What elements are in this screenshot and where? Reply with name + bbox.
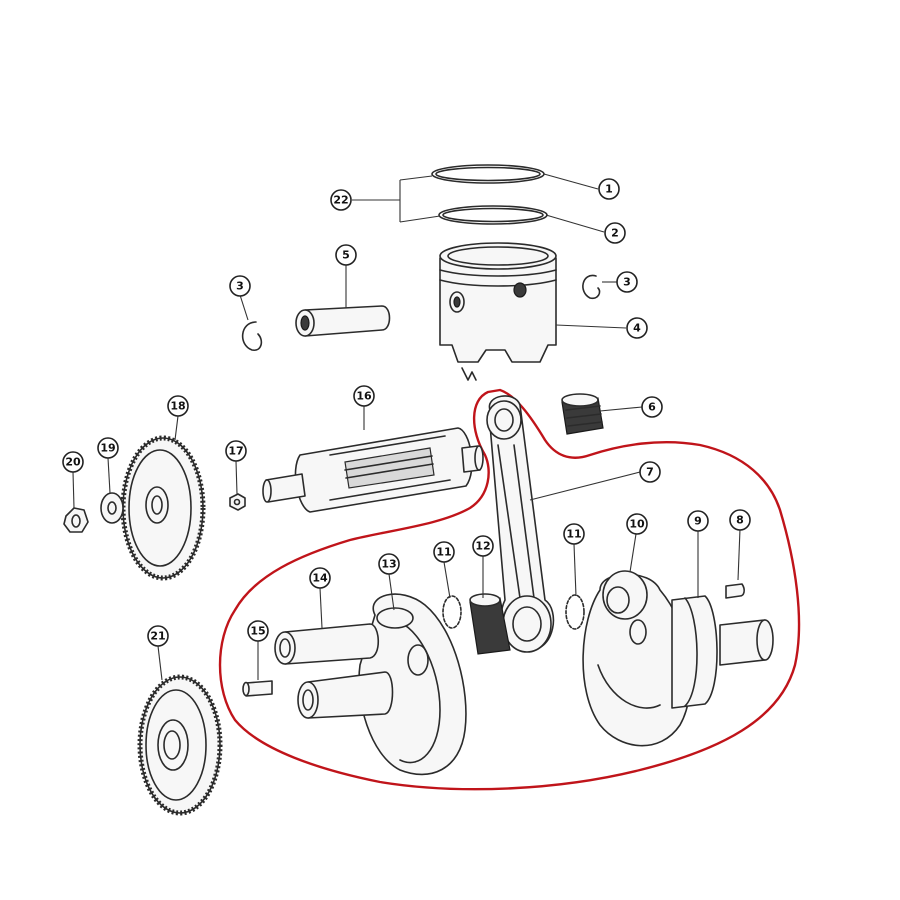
svg-text:19: 19	[100, 442, 115, 455]
circlip-right	[582, 274, 601, 300]
svg-text:12: 12	[475, 540, 490, 553]
leader-lines	[72, 173, 741, 681]
callout-19: 19	[97, 437, 119, 459]
primary-gear	[137, 674, 223, 816]
hex-nut-small	[229, 493, 246, 511]
callout-6: 6	[641, 396, 663, 418]
main-bearing-right	[671, 595, 718, 709]
callout-8: 8	[729, 509, 751, 531]
callout-3-right: 3	[616, 271, 638, 293]
big-end-needle-bearing	[469, 593, 511, 655]
washer	[100, 492, 124, 524]
callout-5: 5	[335, 244, 357, 266]
callout-14: 14	[309, 567, 331, 589]
crank-half-left	[358, 593, 467, 776]
callout-1: 1	[598, 178, 620, 200]
piston	[439, 242, 557, 381]
callout-18: 18	[167, 395, 189, 417]
svg-text:9: 9	[694, 515, 702, 528]
woodruff-key	[725, 583, 745, 599]
thrust-washer-right	[565, 594, 585, 630]
svg-text:2: 2	[611, 227, 619, 240]
crankshaft-highlight-outline	[218, 388, 801, 791]
svg-text:15: 15	[250, 625, 265, 638]
svg-text:5: 5	[342, 249, 350, 262]
svg-text:11: 11	[436, 546, 451, 559]
svg-text:8: 8	[736, 514, 744, 527]
svg-text:17: 17	[228, 445, 243, 458]
balance-shaft	[262, 427, 484, 513]
callout-2: 2	[604, 222, 626, 244]
callout-20: 20	[62, 451, 84, 473]
svg-text:6: 6	[648, 401, 656, 414]
svg-text:4: 4	[633, 322, 641, 335]
balance-gear	[120, 435, 206, 581]
piston-pin	[295, 305, 391, 337]
callout-3-left: 3	[229, 275, 251, 297]
callout-16: 16	[353, 385, 375, 407]
svg-text:10: 10	[629, 518, 645, 531]
piston-ring-top	[431, 164, 545, 184]
svg-text:11: 11	[566, 528, 581, 541]
callout-7: 7	[639, 461, 661, 483]
callout-21: 21	[147, 625, 169, 647]
callout-15: 15	[247, 620, 269, 642]
crank-half-right	[582, 570, 692, 747]
crank-pin	[274, 623, 380, 665]
svg-text:3: 3	[236, 280, 244, 293]
svg-text:16: 16	[356, 390, 372, 403]
dowel-pin	[242, 680, 273, 697]
callout-13: 13	[378, 553, 400, 575]
callout-9: 9	[687, 510, 709, 532]
svg-text:1: 1	[605, 183, 613, 196]
svg-text:7: 7	[646, 466, 654, 479]
svg-text:21: 21	[150, 630, 165, 643]
svg-text:18: 18	[170, 400, 185, 413]
svg-text:22: 22	[333, 194, 348, 207]
thrust-washer-left	[442, 595, 462, 629]
piston-ring-second	[438, 205, 548, 225]
svg-text:20: 20	[65, 456, 81, 469]
circlip-left	[241, 321, 263, 351]
main-shaft-right	[719, 619, 774, 666]
callout-12: 12	[472, 535, 494, 557]
callout-4: 4	[626, 317, 648, 339]
callout-10: 10	[626, 513, 648, 535]
small-end-needle-bearing	[561, 393, 604, 435]
callout-17: 17	[225, 440, 247, 462]
callout-22: 22	[330, 189, 352, 211]
svg-text:13: 13	[381, 558, 396, 571]
callout-11-left: 11	[433, 541, 455, 563]
main-shaft-left	[297, 671, 394, 719]
gear-nut	[63, 507, 89, 533]
callout-11-right: 11	[563, 523, 585, 545]
svg-text:14: 14	[312, 572, 328, 585]
svg-text:3: 3	[623, 276, 631, 289]
